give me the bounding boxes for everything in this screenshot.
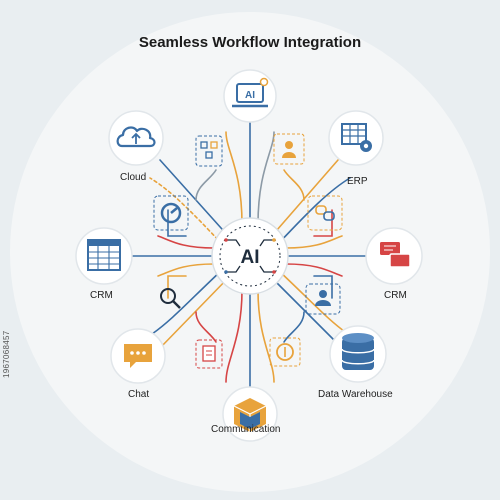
node-data-warehouse[interactable] — [329, 325, 387, 383]
node-cloud[interactable] — [108, 110, 164, 166]
small-icons — [160, 141, 335, 362]
cloud-upload-icon — [116, 126, 156, 148]
link-icon — [315, 205, 335, 221]
chat-bubble-icon — [124, 344, 152, 368]
node-chat[interactable] — [110, 328, 166, 384]
person-icon — [315, 290, 331, 306]
node-label-crm-right: CRM — [384, 290, 407, 301]
chat-cards-icon — [380, 242, 411, 268]
cube-icon — [233, 398, 267, 432]
node-label-chat: Chat — [128, 389, 150, 400]
node-label-data-warehouse: Data Warehouse — [318, 389, 393, 400]
laptop-ai-icon: AI — [232, 77, 269, 108]
node-label-communication: Communication — [211, 424, 281, 435]
node-label-crm-left: CRM — [90, 290, 113, 301]
people-icon — [282, 141, 296, 158]
ai-hub: AI — [211, 217, 289, 295]
refresh-icon — [160, 202, 182, 224]
side-code: 1967068457 — [2, 330, 11, 379]
node-top-ai[interactable]: AI — [223, 69, 277, 123]
node-crm-right[interactable] — [365, 227, 423, 285]
node-crm-left[interactable] — [75, 227, 133, 285]
diagram-title: Seamless Workflow Integration — [138, 34, 362, 51]
grid-gear-icon — [341, 123, 372, 152]
database-icon — [341, 333, 375, 370]
workflow-icon — [200, 141, 218, 159]
coin-icon — [276, 343, 294, 361]
node-erp[interactable] — [328, 110, 384, 166]
dashed-boxes — [153, 133, 343, 369]
spreadsheet-icon — [87, 239, 121, 271]
node-label-cloud: Cloud — [120, 172, 147, 183]
hub-label: AI — [241, 247, 260, 268]
node-label-erp: ERP — [347, 176, 368, 187]
document-icon — [202, 345, 216, 362]
top-ai-badge: AI — [245, 90, 255, 101]
magnifier-icon — [160, 288, 181, 309]
node-communication[interactable] — [222, 386, 278, 442]
